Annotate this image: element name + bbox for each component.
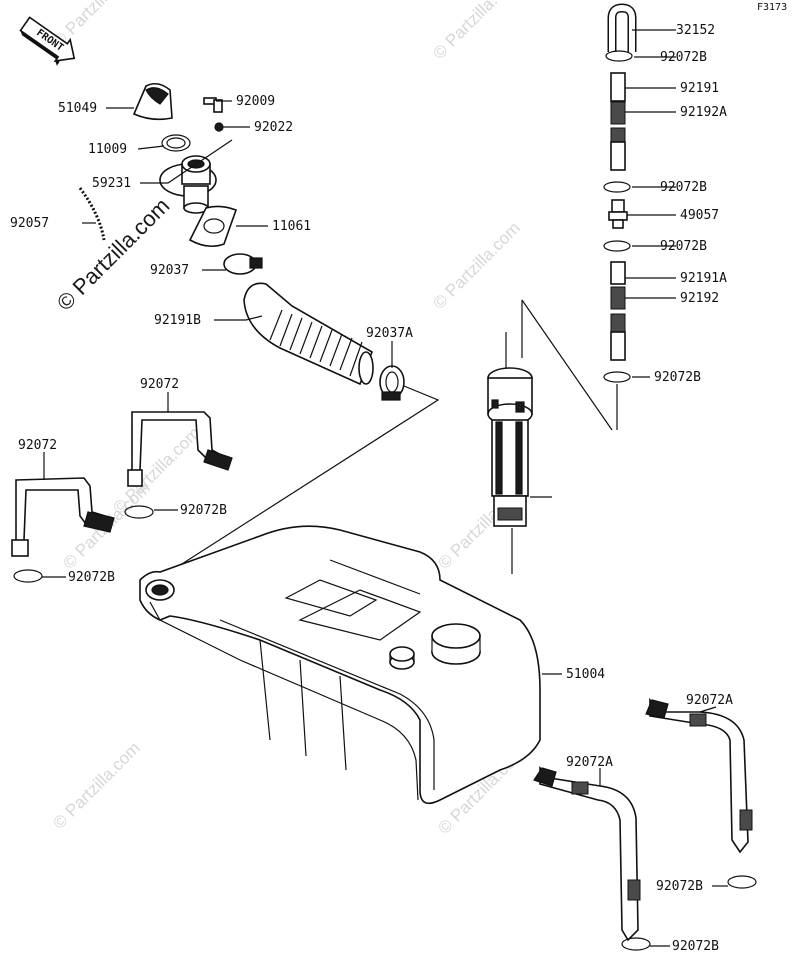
- part-label-92072b[interactable]: 92072B: [68, 570, 115, 585]
- filler-assembly: [78, 82, 405, 401]
- part-label-11009[interactable]: 11009: [88, 142, 127, 157]
- fuel-pump: [487, 300, 533, 574]
- part-label-92191a[interactable]: 92191A: [680, 271, 727, 286]
- part-label-92072b[interactable]: 92072B: [660, 239, 707, 254]
- part-label-92072a[interactable]: 92072A: [686, 693, 733, 708]
- vent-hose-assembly: [603, 3, 637, 430]
- leader-lines-straps-right: [599, 706, 728, 947]
- part-label-92072a[interactable]: 92072A: [566, 755, 613, 770]
- part-label-49057[interactable]: 49057: [680, 208, 719, 223]
- part-label-92072b[interactable]: 92072B: [672, 939, 719, 954]
- watermark: © Partzilla.com: [429, 0, 523, 63]
- front-arrow-icon: [19, 16, 76, 66]
- part-label-92072b[interactable]: 92072B: [654, 370, 701, 385]
- part-label-92192[interactable]: 92192: [680, 291, 719, 306]
- leader-lines-right: [625, 29, 676, 378]
- straps-right: [533, 697, 757, 951]
- part-label-92037[interactable]: 92037: [150, 263, 189, 278]
- watermark: © Partzilla.com: [49, 738, 143, 832]
- part-label-59231[interactable]: 59231: [92, 176, 131, 191]
- part-label-51049[interactable]: 51049: [58, 101, 97, 116]
- part-label-92191b[interactable]: 92191B: [154, 313, 201, 328]
- part-label-92009[interactable]: 92009: [236, 94, 275, 109]
- watermark-main: © Partzilla.com: [52, 193, 175, 316]
- part-label-32152[interactable]: 32152: [676, 23, 715, 38]
- part-label-51004[interactable]: 51004: [566, 667, 605, 682]
- fuel-tank: [139, 525, 541, 805]
- part-label-92057[interactable]: 92057: [10, 216, 49, 231]
- part-label-92072b[interactable]: 92072B: [660, 50, 707, 65]
- leader-lines-straps-left: [42, 392, 178, 578]
- figure-code: F3173: [757, 2, 787, 13]
- part-label-92072[interactable]: 92072: [140, 377, 179, 392]
- part-label-92022[interactable]: 92022: [254, 120, 293, 135]
- part-label-92192a[interactable]: 92192A: [680, 105, 727, 120]
- watermark: © Partzilla.com: [429, 218, 523, 312]
- part-label-92072b[interactable]: 92072B: [660, 180, 707, 195]
- part-label-92072b[interactable]: 92072B: [180, 503, 227, 518]
- part-label-92072[interactable]: 92072: [18, 438, 57, 453]
- straps-left: [11, 411, 233, 583]
- leader-lines-filler: [82, 100, 440, 579]
- part-label-92191[interactable]: 92191: [680, 81, 719, 96]
- part-label-92037a[interactable]: 92037A: [366, 326, 413, 341]
- part-label-92072b[interactable]: 92072B: [656, 879, 703, 894]
- part-label-11061[interactable]: 11061: [272, 219, 311, 234]
- hose-ribs: [269, 309, 363, 377]
